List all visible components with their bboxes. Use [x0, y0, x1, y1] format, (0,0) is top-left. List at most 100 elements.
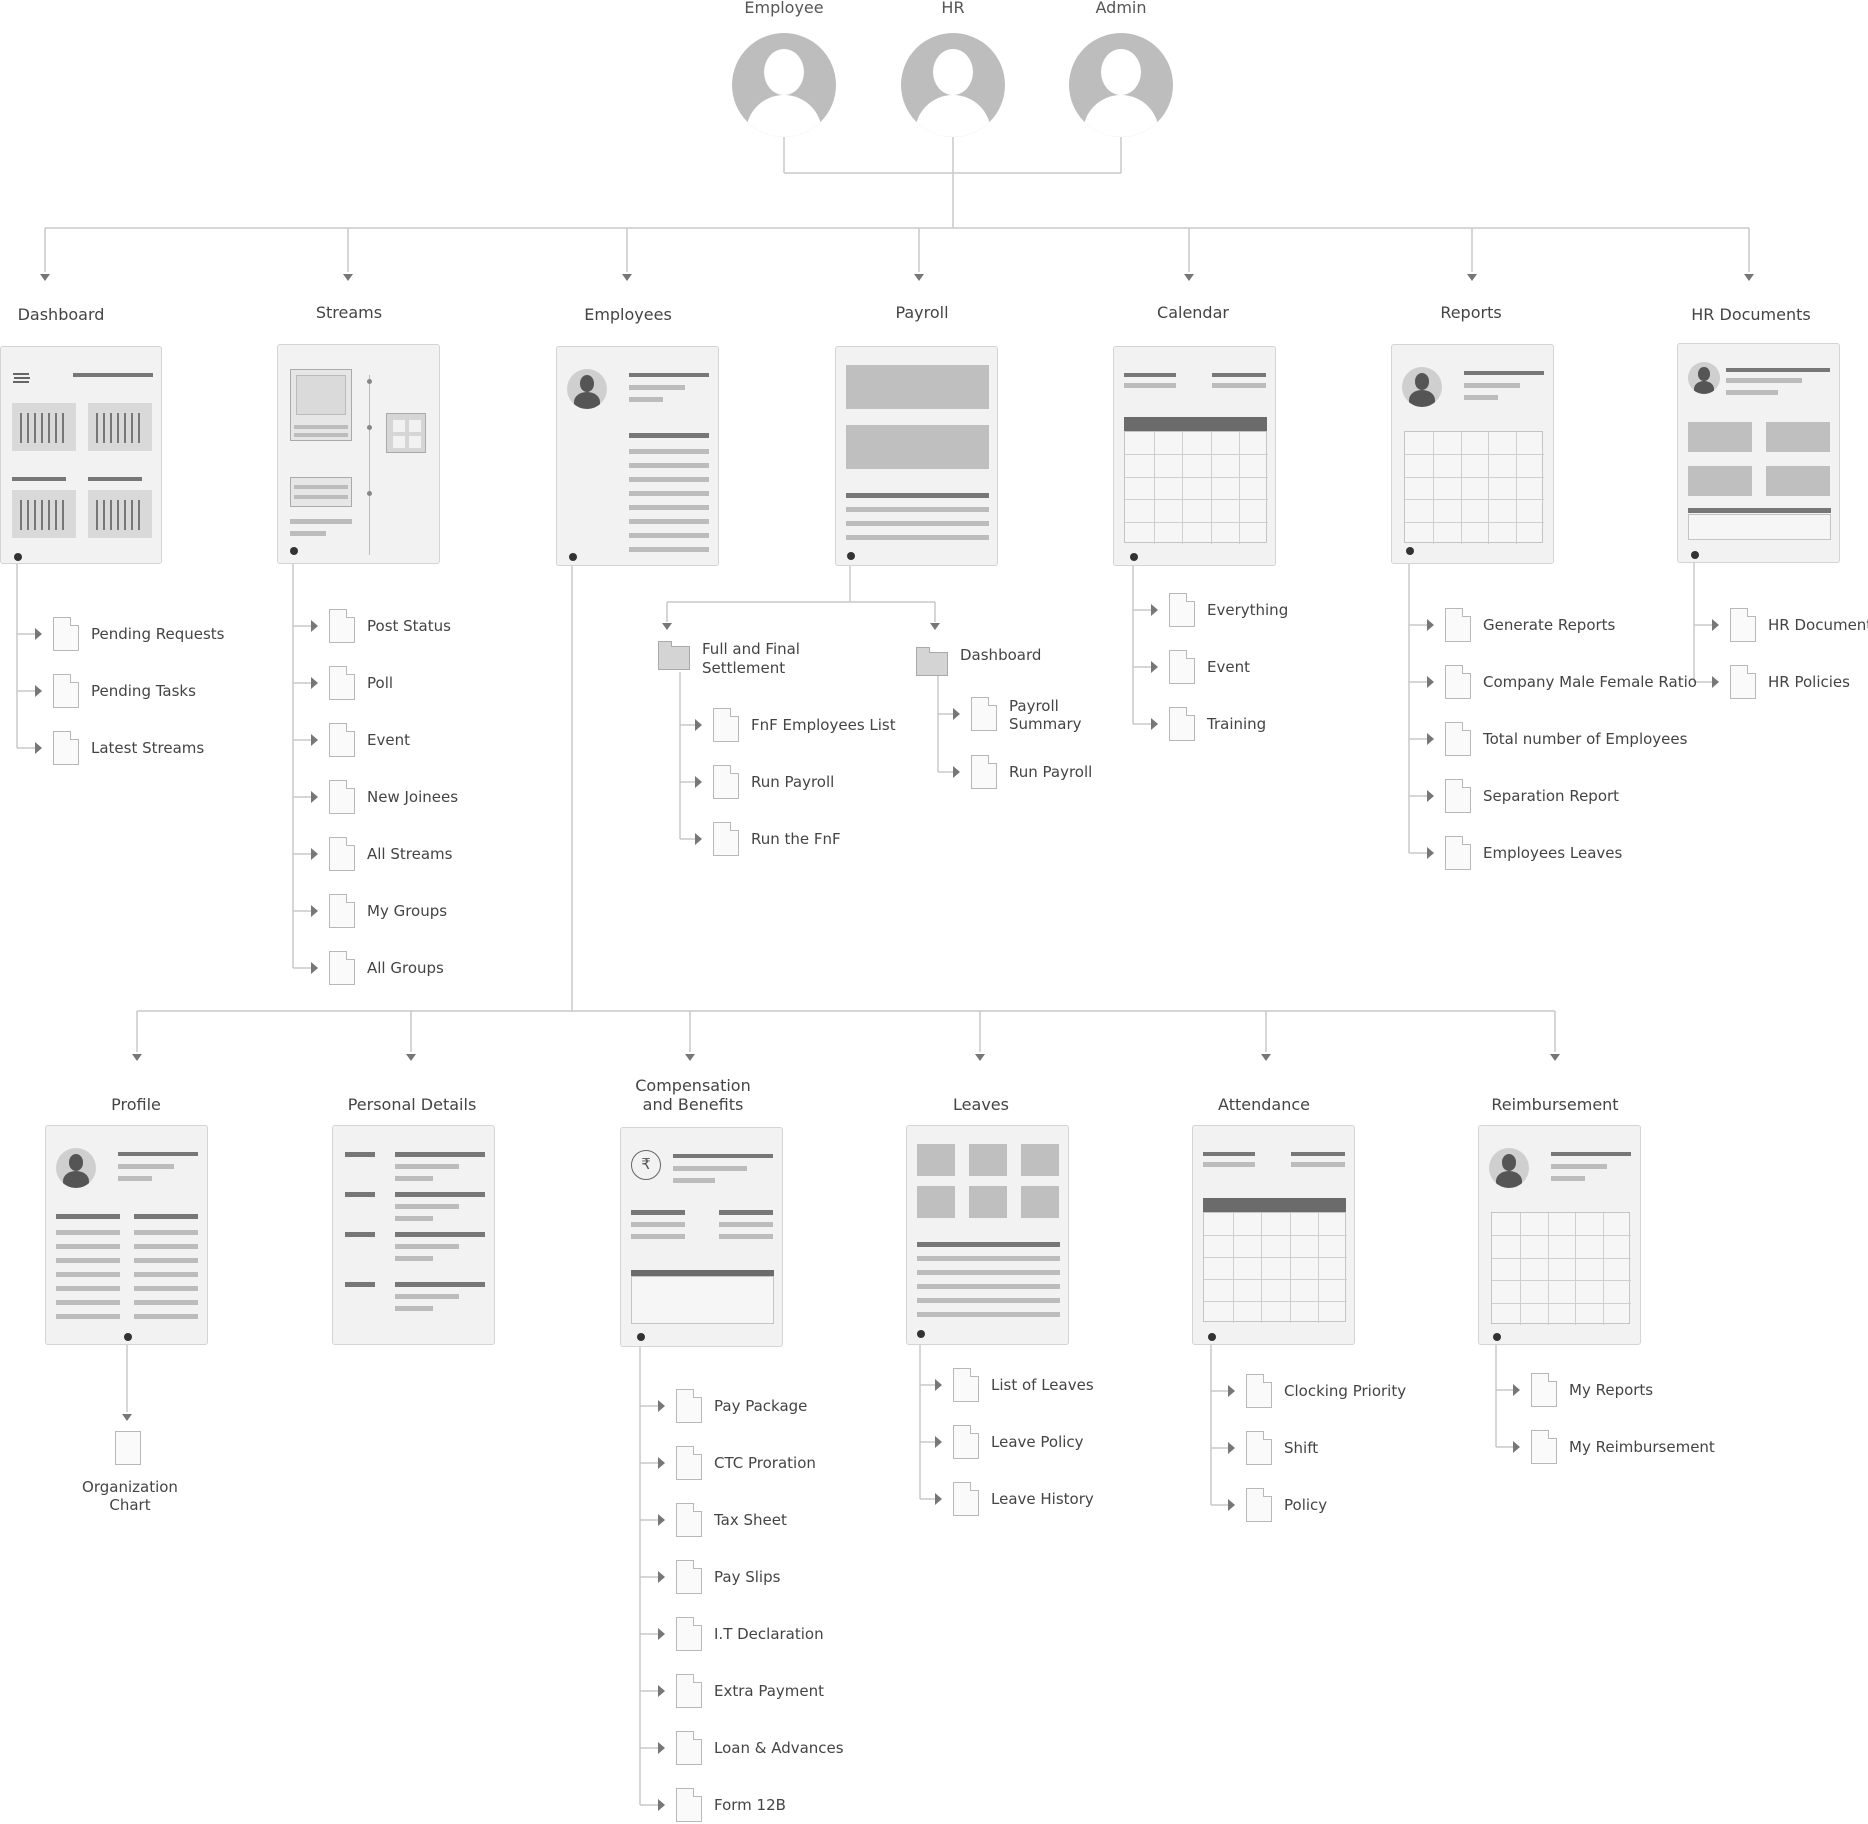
streams-item[interactable]: Event [311, 723, 571, 757]
role-avatar[interactable] [1069, 33, 1173, 137]
calendar-item[interactable]: Event [1151, 650, 1411, 684]
wireframe-bar [13, 381, 29, 383]
avatar-body [915, 95, 991, 137]
wireframe-block [386, 413, 426, 453]
compensation-item[interactable]: I.T Declaration [658, 1617, 918, 1651]
compensation-item[interactable]: CTC Proration [658, 1446, 918, 1480]
chart-bar [48, 413, 50, 443]
avatar [1402, 367, 1442, 407]
compensation-item[interactable]: Tax Sheet [658, 1503, 918, 1537]
leaves-card[interactable] [906, 1125, 1069, 1345]
hr-documents-card[interactable] [1677, 343, 1840, 563]
arrow-right-icon [953, 708, 960, 720]
wireframe-block [1688, 422, 1752, 452]
arrow-right-icon [1228, 1385, 1235, 1397]
wireframe-bar [294, 495, 348, 499]
reports-item[interactable]: Total number of Employees [1427, 722, 1687, 756]
role-avatar[interactable] [901, 33, 1005, 137]
fnf-item[interactable]: Run Payroll [695, 765, 955, 799]
document-icon [676, 1503, 702, 1537]
streams-item[interactable]: All Streams [311, 837, 571, 871]
dashboard-card[interactable] [0, 346, 162, 564]
wireframe-block [917, 1144, 955, 1176]
streams-card[interactable] [277, 344, 440, 564]
wireframe-bar [846, 535, 989, 540]
attendance-item[interactable]: Policy [1228, 1488, 1488, 1522]
payroll-dashboard-item[interactable]: Run Payroll [953, 755, 1213, 789]
streams-item[interactable]: All Groups [311, 951, 571, 985]
compensation-item[interactable]: Pay Slips [658, 1560, 918, 1594]
wireframe-bar [846, 521, 989, 526]
document-icon [1445, 665, 1471, 699]
folder-icon [916, 647, 948, 676]
attendance-card[interactable] [1192, 1125, 1355, 1345]
arrow-right-icon [311, 962, 318, 974]
hr-documents-item[interactable]: HR Policies [1712, 665, 1868, 699]
wireframe-bar [395, 1244, 459, 1249]
streams-item-label: All Streams [367, 845, 453, 863]
folder-title-line: Settlement [702, 659, 786, 677]
wireframe-bar [14, 377, 30, 379]
role-avatar[interactable] [732, 33, 836, 137]
calendar-item-label: Event [1207, 658, 1250, 676]
compensation-item[interactable]: Extra Payment [658, 1674, 918, 1708]
reimbursement-card[interactable] [1478, 1125, 1641, 1345]
grid-line [1318, 1213, 1320, 1323]
fnf-item-label: FnF Employees List [751, 716, 896, 734]
arrow-right-icon [1712, 676, 1719, 688]
grid-line [1492, 1257, 1631, 1259]
compensation-item[interactable]: Pay Package [658, 1389, 918, 1423]
leaves-item[interactable]: Leave History [935, 1482, 1195, 1516]
leaves-item[interactable]: List of Leaves [935, 1368, 1195, 1402]
organization-chart-node[interactable]: Organization Chart [60, 1431, 200, 1514]
hr-documents-item-label: HR Policies [1768, 673, 1850, 691]
reports-item[interactable]: Company Male Female Ratio [1427, 665, 1697, 699]
payroll-card[interactable] [835, 346, 998, 566]
grid-line [1125, 521, 1268, 523]
organization-chart-label: Organization Chart [82, 1478, 178, 1514]
document-icon [676, 1674, 702, 1708]
document-icon [329, 837, 355, 871]
fnf-item[interactable]: FnF Employees List [695, 708, 955, 742]
reports-card[interactable] [1391, 344, 1554, 564]
calendar-card[interactable] [1113, 346, 1276, 566]
compensation-item[interactable]: Loan & Advances [658, 1731, 918, 1765]
streams-item[interactable]: Post Status [311, 609, 571, 643]
streams-item[interactable]: New Joinees [311, 780, 571, 814]
wireframe-bar [395, 1294, 459, 1299]
dashboard-item[interactable]: Latest Streams [35, 731, 295, 765]
attendance-item[interactable]: Shift [1228, 1431, 1488, 1465]
fnf-item[interactable]: Run the FnF [695, 822, 955, 856]
wireframe-bar [118, 1176, 152, 1181]
dashboard-item[interactable]: Pending Requests [35, 617, 295, 651]
wireframe-bar [395, 1164, 459, 1169]
reimbursement-item[interactable]: My Reimbursement [1513, 1430, 1773, 1464]
arrow-right-icon [658, 1742, 665, 1754]
wireframe-bar [369, 375, 370, 555]
reports-item[interactable]: Generate Reports [1427, 608, 1687, 642]
compensation-item[interactable]: Form 12B [658, 1788, 918, 1822]
wireframe-bar [1726, 378, 1802, 383]
wireframe-bar [1212, 383, 1266, 388]
arrow-right-icon [1427, 790, 1434, 802]
reimbursement-item[interactable]: My Reports [1513, 1373, 1773, 1407]
calendar-item[interactable]: Training [1151, 707, 1411, 741]
streams-item[interactable]: Poll [311, 666, 571, 700]
compensation-card[interactable]: ₹ [620, 1127, 783, 1347]
grid-line [1210, 432, 1212, 544]
wireframe-bar [629, 463, 709, 468]
profile-card[interactable] [45, 1125, 208, 1345]
attendance-item[interactable]: Clocking Priority [1228, 1374, 1488, 1408]
streams-item[interactable]: My Groups [311, 894, 571, 928]
personal-details-card[interactable] [332, 1125, 495, 1345]
calendar-item[interactable]: Everything [1151, 593, 1411, 627]
dashboard-item[interactable]: Pending Tasks [35, 674, 295, 708]
leaves-item[interactable]: Leave Policy [935, 1425, 1195, 1459]
reports-item[interactable]: Separation Report [1427, 779, 1687, 813]
reports-item[interactable]: Employees Leaves [1427, 836, 1687, 870]
hr-documents-item[interactable]: HR Documents [1712, 608, 1868, 642]
employees-card[interactable] [556, 346, 719, 566]
wireframe-bar [294, 425, 348, 429]
